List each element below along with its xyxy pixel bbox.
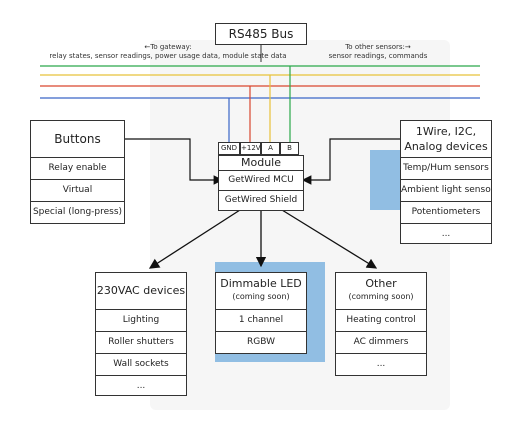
other-box: Other (comming soon) Heating control AC … bbox=[335, 272, 427, 376]
other-subtitle: (comming soon) bbox=[348, 292, 414, 301]
pin-12v: +12V bbox=[240, 142, 261, 155]
sensors-row-light: Ambient light sensors bbox=[401, 179, 491, 201]
led-header: Dimmable LED (coming soon) bbox=[216, 273, 306, 309]
led-subtitle: (coming soon) bbox=[232, 292, 290, 301]
pin-a: A bbox=[261, 142, 280, 155]
buttons-row-special: Special (long-press) bbox=[31, 201, 124, 223]
other-header: Other (comming soon) bbox=[336, 273, 426, 309]
ac-devices-box: 230VAC devices Lighting Roller shutters … bbox=[95, 272, 187, 396]
arrow-module-to-other bbox=[281, 209, 378, 269]
sensors-row-temp: Temp/Hum sensors bbox=[401, 157, 491, 179]
sensors-title: 1Wire, I2C, Analog devices bbox=[404, 125, 488, 153]
led-row-1ch: 1 channel bbox=[216, 309, 306, 331]
pin-b: B bbox=[280, 142, 299, 155]
buttons-title: Buttons bbox=[54, 132, 101, 146]
other-title: Other bbox=[365, 277, 397, 290]
module-title: Module bbox=[241, 156, 281, 169]
other-row-more: ... bbox=[336, 353, 426, 375]
arrow-sensors-to-module bbox=[301, 138, 400, 185]
buttons-box: Buttons Relay enable Virtual Special (lo… bbox=[30, 120, 125, 224]
ac-devices-title: 230VAC devices bbox=[96, 284, 186, 297]
led-title: Dimmable LED bbox=[220, 277, 302, 290]
sensors-note: To other sensors:→ sensor readings, comm… bbox=[328, 43, 428, 60]
other-row-dimmers: AC dimmers bbox=[336, 331, 426, 353]
pin-gnd: GND bbox=[218, 142, 240, 155]
ac-row-lighting: Lighting bbox=[96, 309, 186, 331]
buttons-row-relay: Relay enable bbox=[31, 157, 124, 179]
other-row-heating: Heating control bbox=[336, 309, 426, 331]
sensors-box: 1Wire, I2C, Analog devices Temp/Hum sens… bbox=[400, 120, 492, 244]
ac-row-shutters: Roller shutters bbox=[96, 331, 186, 353]
bus-title: RS485 Bus bbox=[215, 23, 307, 45]
gateway-note: ←To gateway: relay states, sensor readin… bbox=[49, 43, 287, 60]
arrow-module-to-ac bbox=[148, 209, 241, 269]
module-row-shield: GetWired Shield bbox=[219, 190, 303, 210]
buttons-row-virtual: Virtual bbox=[31, 179, 124, 201]
ac-row-sockets: Wall sockets bbox=[96, 353, 186, 375]
sensors-row-more: ... bbox=[401, 223, 491, 245]
module-row-mcu: GetWired MCU bbox=[219, 170, 303, 190]
sensors-row-pot: Potentiometers bbox=[401, 201, 491, 223]
led-box: Dimmable LED (coming soon) 1 channel RGB… bbox=[215, 272, 307, 354]
arrow-buttons-to-module bbox=[124, 138, 224, 185]
led-row-rgbw: RGBW bbox=[216, 331, 306, 353]
ac-row-more: ... bbox=[96, 375, 186, 397]
module-box: Module GetWired MCU GetWired Shield bbox=[218, 155, 304, 211]
